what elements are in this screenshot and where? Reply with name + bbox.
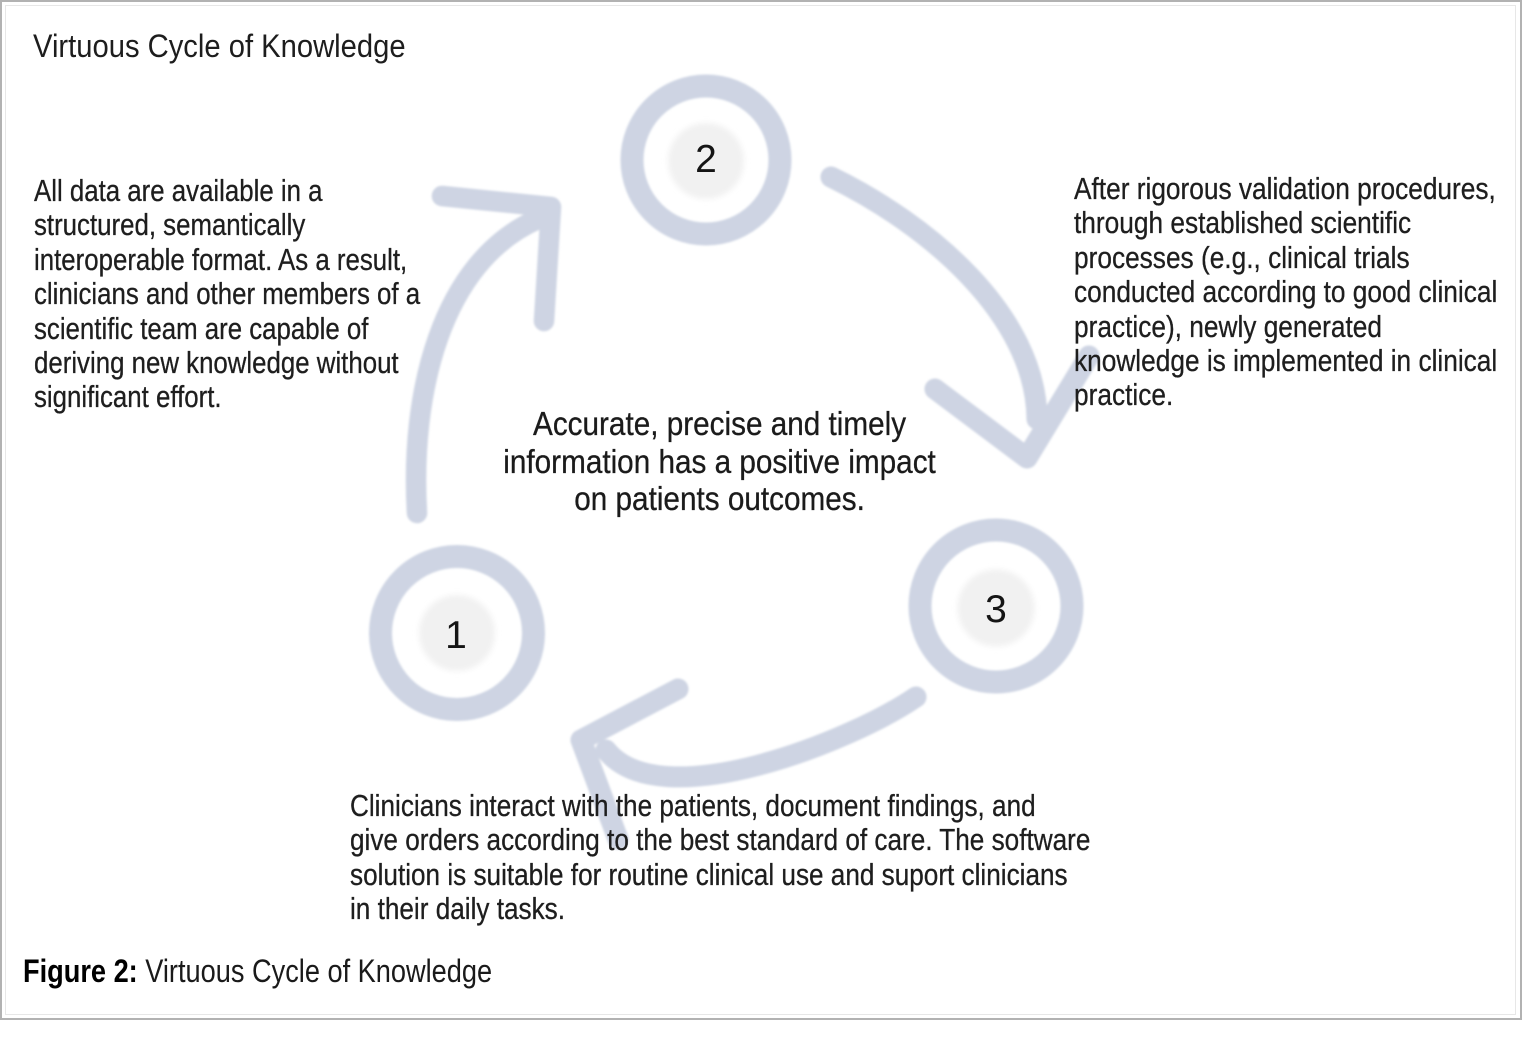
svg-text:3: 3 <box>985 588 1007 631</box>
svg-text:2: 2 <box>695 138 717 181</box>
svg-text:1: 1 <box>445 614 467 657</box>
